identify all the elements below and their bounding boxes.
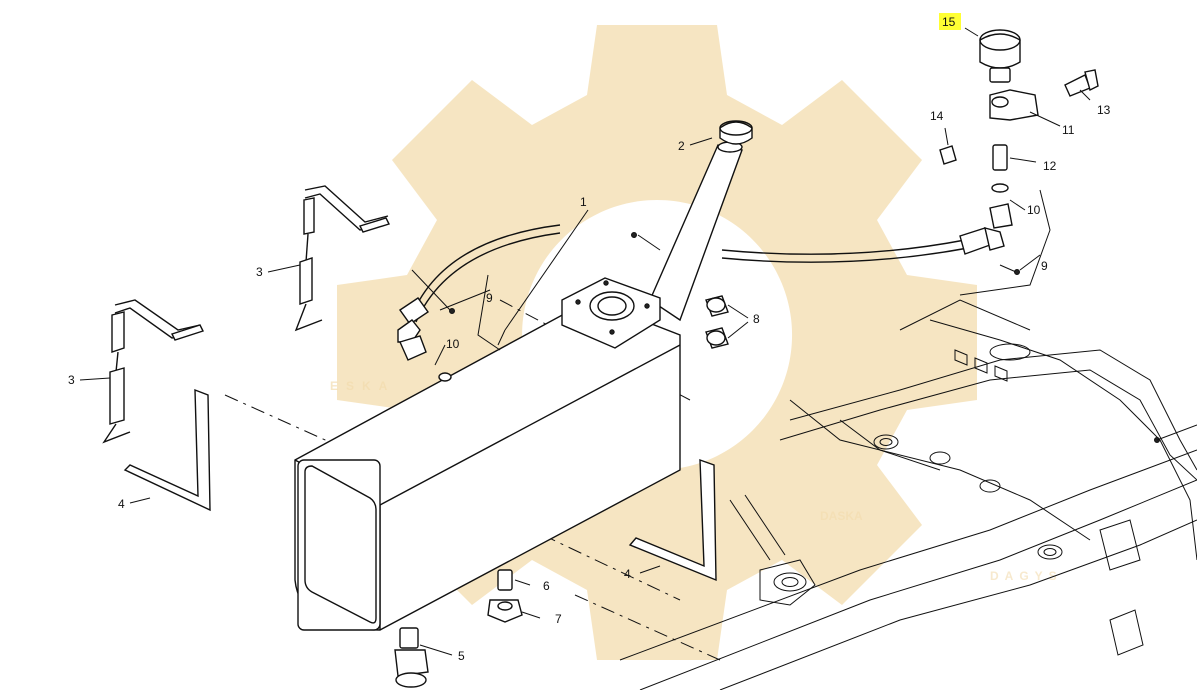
strap-bracket-upper — [294, 185, 390, 332]
callout-5[interactable]: 5 — [458, 649, 465, 663]
callout-3-lower[interactable]: 3 — [68, 373, 75, 387]
callout-3-upper[interactable]: 3 — [256, 265, 263, 279]
callout-9-right[interactable]: 9 — [1041, 259, 1048, 273]
drain-fitting — [394, 569, 523, 688]
callout-8[interactable]: 8 — [753, 312, 760, 326]
callout-labels: 1 2 3 3 4 4 5 6 7 8 9 9 10 10 11 12 13 1… — [68, 13, 1111, 663]
fuel-hose-left — [397, 224, 561, 361]
callout-6[interactable]: 6 — [543, 579, 550, 593]
vent-assembly — [939, 29, 1099, 229]
callout-4-left[interactable]: 4 — [118, 497, 125, 511]
watermark-brand: ESKA — [330, 379, 395, 393]
leader-lines — [79, 27, 1091, 656]
callout-14[interactable]: 14 — [930, 109, 944, 123]
callout-4-right[interactable]: 4 — [624, 567, 631, 581]
strap-left — [123, 388, 211, 512]
callout-13[interactable]: 13 — [1097, 103, 1111, 117]
callout-15-highlight — [939, 13, 961, 30]
callout-2[interactable]: 2 — [678, 139, 685, 153]
filler-cap — [719, 120, 753, 145]
callout-15[interactable]: 15 — [942, 15, 956, 29]
callout-10-left[interactable]: 10 — [446, 337, 460, 351]
callout-1[interactable]: 1 — [580, 195, 587, 209]
plugs — [705, 295, 729, 349]
callout-9-left[interactable]: 9 — [486, 291, 493, 305]
fuel-tank — [294, 141, 743, 631]
callout-12[interactable]: 12 — [1043, 159, 1057, 173]
watermark-sub: DASKA — [820, 509, 863, 523]
callout-11[interactable]: 11 — [1062, 123, 1075, 137]
chassis-frame — [619, 299, 1197, 691]
callout-7[interactable]: 7 — [555, 612, 562, 626]
callout-10-right[interactable]: 10 — [1027, 203, 1041, 217]
fuel-hose-right — [721, 227, 1005, 263]
strap-right — [628, 458, 717, 582]
strap-bracket-lower — [102, 299, 204, 444]
watermark-sub2: DAGYS — [990, 569, 1063, 583]
